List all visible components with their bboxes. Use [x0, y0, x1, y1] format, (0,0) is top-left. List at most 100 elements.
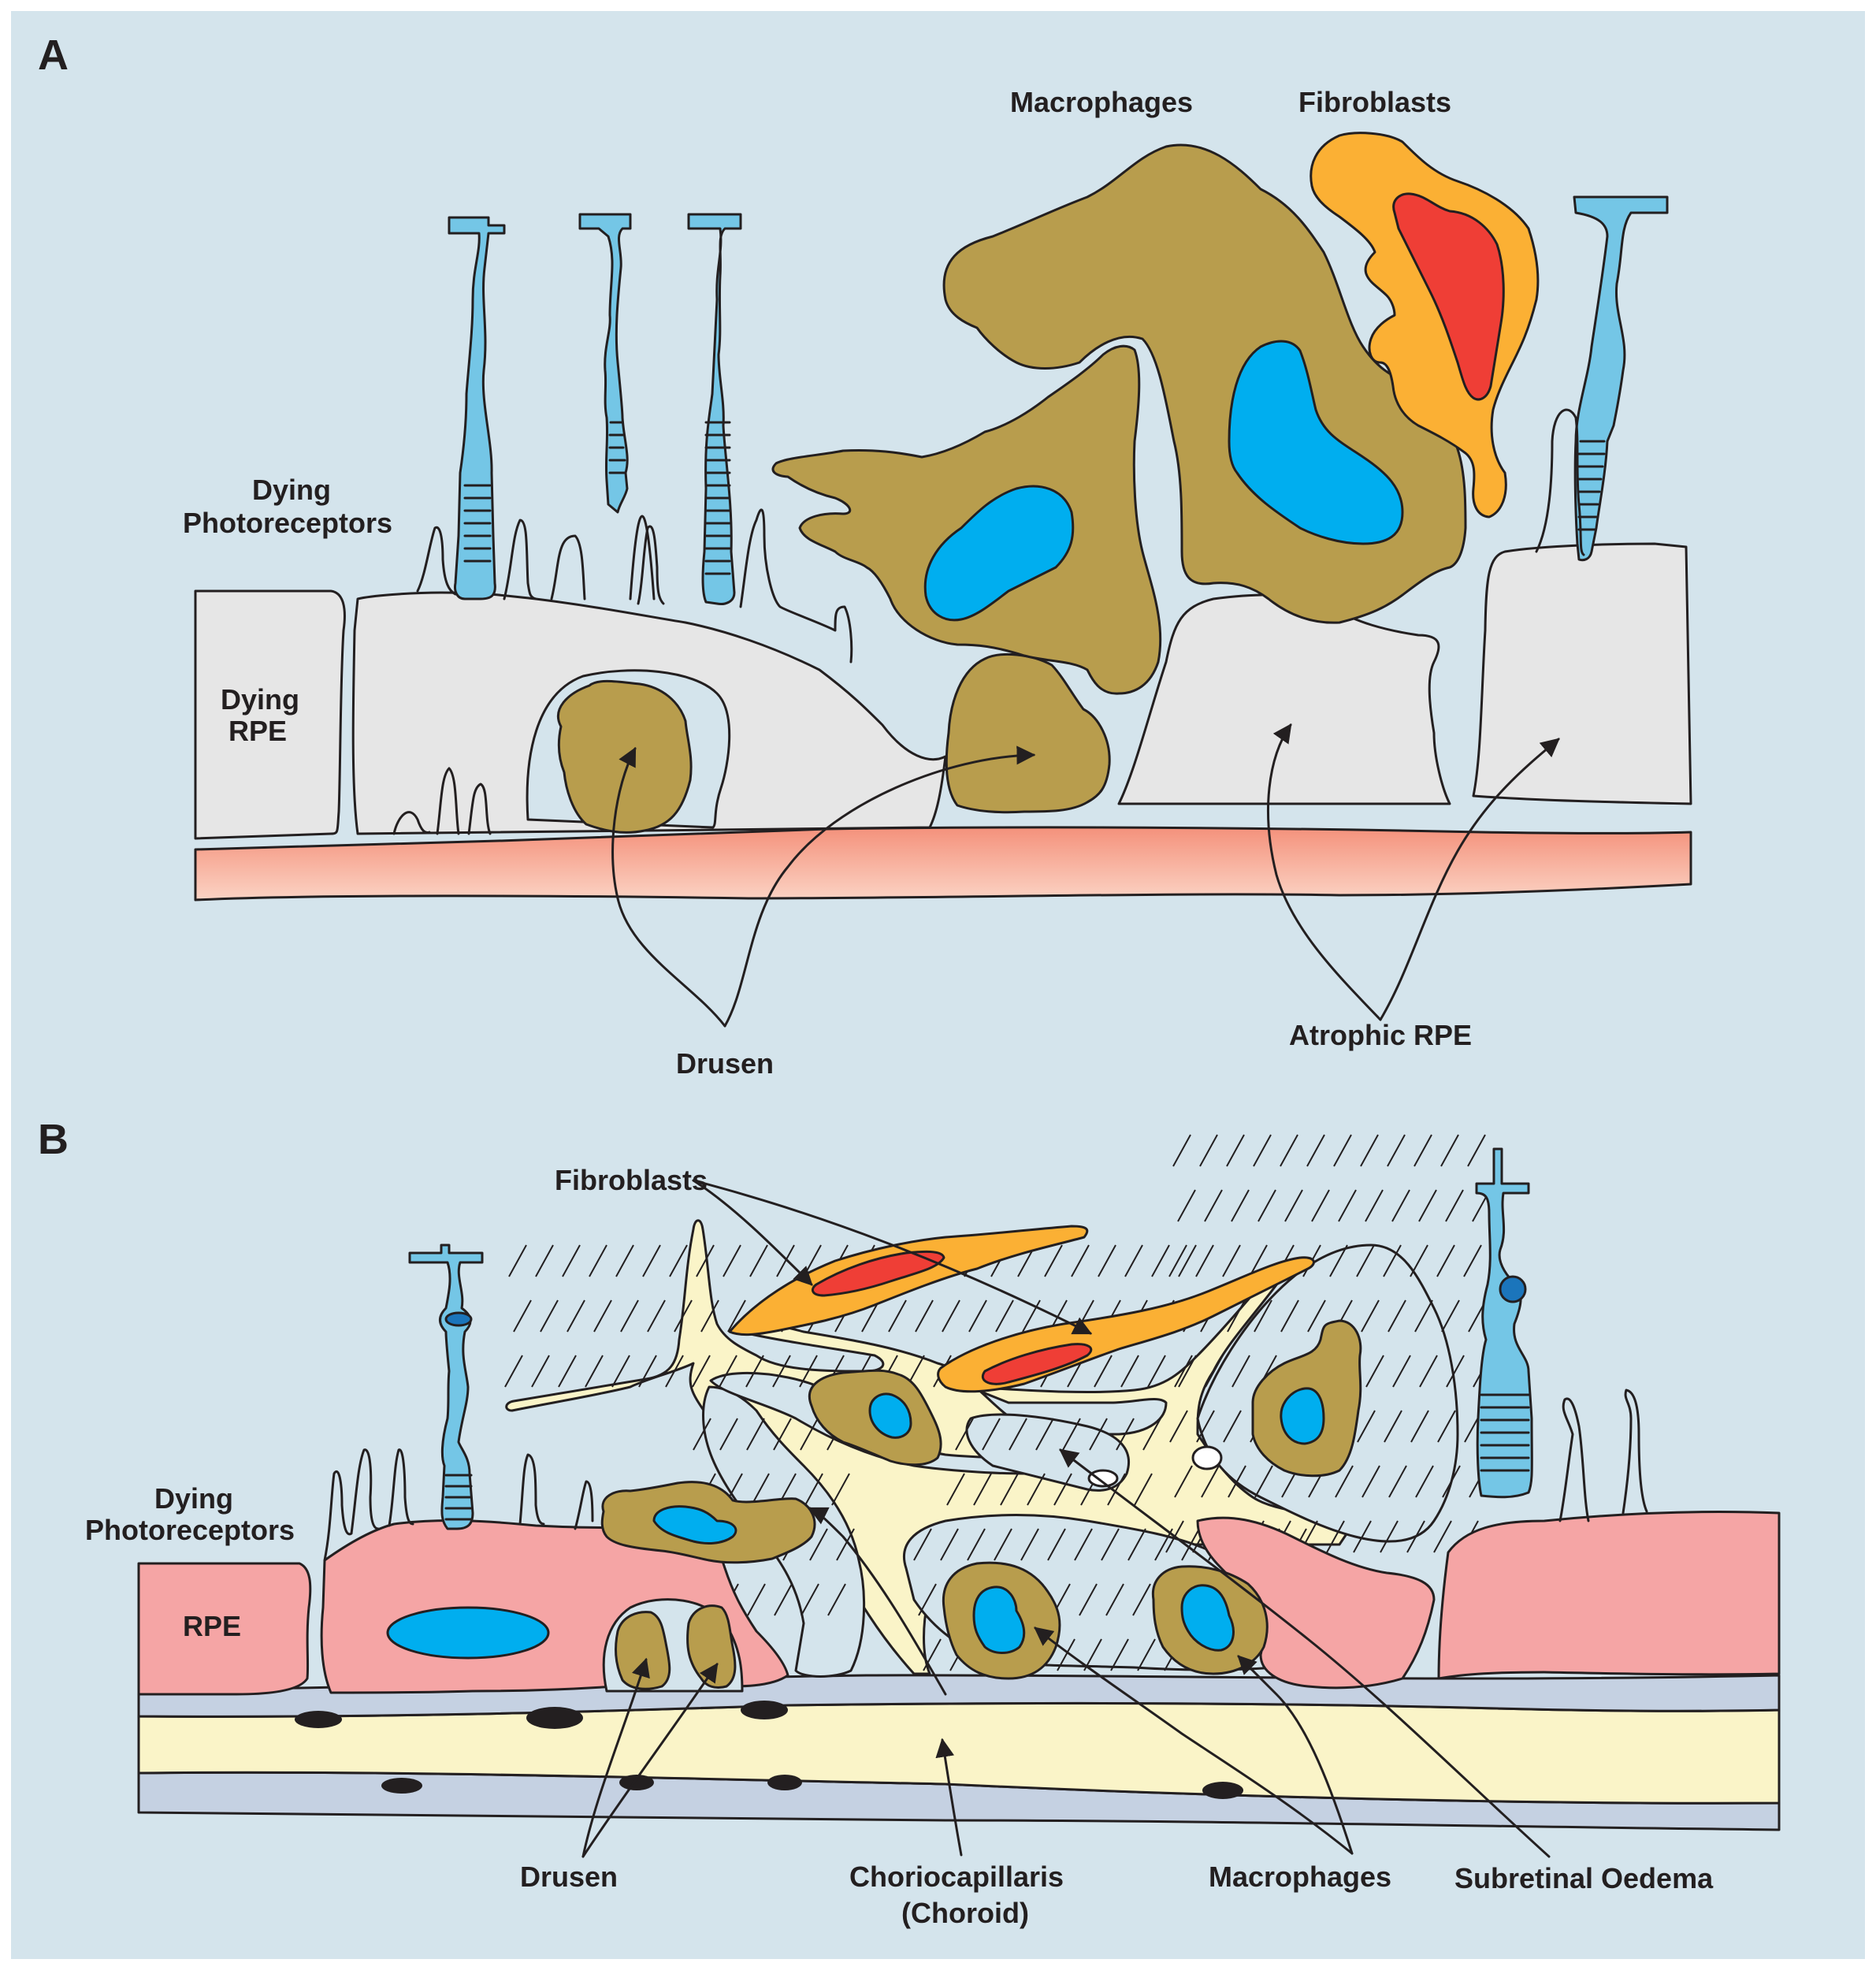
oedema-hatch-stroke: [693, 1418, 711, 1451]
oedema-hatch-stroke: [1388, 1465, 1407, 1498]
oedema-hatch-stroke: [1120, 1355, 1139, 1388]
oedema-hatch-stroke: [558, 1355, 577, 1388]
oedema-hatch-stroke: [1253, 1134, 1272, 1167]
oedema-hatch-stroke: [1433, 1520, 1452, 1553]
oedema-hatch-stroke: [774, 1583, 793, 1616]
label-macrophages-b: Macrophages: [1209, 1861, 1391, 1893]
oedema-hatch-stroke: [1094, 1355, 1113, 1388]
oedema-hatch-stroke: [1116, 1418, 1135, 1451]
oedema-hatch-stroke: [968, 1299, 987, 1333]
oedema-hatch-stroke: [1044, 1244, 1063, 1277]
oedema-hatch-stroke: [1101, 1528, 1120, 1561]
oedema-hatch-stroke: [1110, 1638, 1129, 1671]
oedema-hatch-stroke: [638, 1355, 657, 1388]
oedema-hatch-stroke: [1384, 1410, 1402, 1443]
macrophage-b-2: [808, 1369, 942, 1467]
oedema-hatch-stroke: [1418, 1189, 1437, 1222]
label-drusen-a: Drusen: [676, 1047, 774, 1080]
oedema-hatch-stroke: [585, 1355, 604, 1388]
oedema-hatch-stroke: [1174, 1355, 1193, 1388]
oedema-hatch-stroke: [647, 1299, 666, 1333]
oedema-hatch-stroke: [1463, 1244, 1482, 1277]
macrophage-b-3: [1251, 1319, 1362, 1478]
oedema-hatch-stroke: [1335, 1465, 1354, 1498]
oedema-hatch-stroke: [1365, 1355, 1384, 1388]
oedema-hatch-stroke: [1127, 1528, 1146, 1561]
label-dying-photoreceptors-a-line1: Dying: [252, 474, 331, 506]
oedema-hatch-stroke: [915, 1299, 934, 1333]
oedema-hatch-stroke: [1226, 1134, 1245, 1167]
label-dying-photoreceptors-a-line2: Photoreceptors: [183, 507, 392, 539]
labels-panel-a: Macrophages Fibroblasts Dying Photorecep…: [183, 86, 1472, 1080]
fibroblast-a-nucleus: [1392, 192, 1505, 401]
oedema-hatch-stroke: [1356, 1244, 1375, 1277]
oedema-hatch-stroke: [940, 1528, 959, 1561]
oedema-hatch-stroke: [1227, 1299, 1246, 1333]
oedema-hatch-stroke: [1231, 1355, 1250, 1388]
fibroblast-b-1: [728, 1225, 1089, 1336]
oedema-hatch-stroke: [1333, 1134, 1352, 1167]
arrow-icon: [1267, 723, 1382, 1021]
oedema-hatch-stroke: [1280, 1299, 1299, 1333]
label-atrophic-rpe-a: Atrophic RPE: [1289, 1019, 1472, 1051]
label-macrophages-a: Macrophages: [1010, 86, 1193, 118]
oedema-hatch-stroke: [1228, 1465, 1246, 1498]
oedema-hatch-stroke: [1151, 1244, 1170, 1277]
oedema-hatch-stroke: [1196, 1410, 1215, 1443]
oedema-hatch-stroke: [946, 1473, 965, 1506]
rpe-microvilli-a: [416, 408, 1585, 664]
oedema-hatch-stroke: [1446, 1355, 1465, 1388]
oedema-hatch-stroke: [1022, 1299, 1041, 1333]
label-choriocapillaris-b-line1: Choriocapillaris: [849, 1861, 1064, 1893]
label-subretinal-oedema-b: Subretinal Oedema: [1454, 1862, 1714, 1894]
oedema-hatch-stroke: [1195, 1244, 1214, 1277]
oedema-hatch-stroke: [727, 1299, 746, 1333]
oedema-hatch-stroke: [1442, 1465, 1461, 1498]
oedema-hatch-stroke: [1074, 1528, 1093, 1561]
rpe-cell-a-1: [194, 589, 346, 840]
oedema-hatch-stroke: [669, 1244, 688, 1277]
oedema-hatch-stroke: [1201, 1465, 1220, 1498]
oedema-hatch-stroke: [836, 1528, 855, 1561]
drusen-b-1: [615, 1611, 671, 1690]
macrophage-a-1: [771, 344, 1162, 695]
arrow-icon: [692, 1179, 813, 1286]
oedema-hatch-stroke: [1441, 1299, 1460, 1333]
oedema-hatch-stroke: [1027, 1473, 1046, 1506]
oedema-hatch-stroke: [827, 1583, 846, 1616]
oedema-hatch-stroke: [1142, 1418, 1161, 1451]
oedema-hatch-stroke: [1098, 1244, 1116, 1277]
oedema-hatch-stroke: [1147, 1355, 1166, 1388]
oedema-hatch-stroke: [746, 1418, 765, 1451]
oedema-hatch-stroke: [772, 1355, 791, 1388]
oedema-hatch-stroke: [504, 1355, 523, 1388]
oedema-hatch-stroke: [719, 1355, 737, 1388]
oedema-hatch-stroke: [1419, 1355, 1438, 1388]
oedema-hatch-stroke: [1365, 1189, 1384, 1222]
bruch-membrane-band-a: [194, 826, 1692, 901]
oedema-hatch-stroke: [1380, 1520, 1399, 1553]
oedema-hatch-stroke: [1254, 1299, 1272, 1333]
label-dying-photoreceptors-b-line2: Photoreceptors: [85, 1514, 295, 1546]
panel-b-letter: B: [38, 1116, 69, 1163]
oedema-hatch-stroke: [1307, 1299, 1326, 1333]
oedema-hatch-stroke: [831, 1473, 850, 1506]
oedema-hatch-stroke: [1387, 1299, 1406, 1333]
label-dying-photoreceptors-b-line1: Dying: [154, 1482, 233, 1515]
oedema-hatch-stroke: [918, 1583, 937, 1616]
oedema-hatch-stroke: [1353, 1520, 1372, 1553]
oedema-hatch-stroke: [1436, 1244, 1455, 1277]
oedema-hatch-stroke: [801, 1583, 819, 1616]
oedema-hatch-stroke: [1415, 1465, 1434, 1498]
arrow-icon: [611, 746, 726, 1028]
oedema-hatch-stroke: [1406, 1520, 1425, 1553]
oedema-hatch-stroke: [1172, 1134, 1191, 1167]
oedema-hatch-stroke: [508, 1244, 527, 1277]
oedema-hatch-stroke: [620, 1299, 639, 1333]
arrows-panel-b: [581, 1179, 1551, 1858]
oedema-hatch-stroke: [589, 1244, 607, 1277]
oedema-hatch-stroke: [982, 1418, 1001, 1451]
label-dying-rpe-a-line1: Dying: [221, 683, 299, 716]
arrow-icon: [935, 1738, 963, 1857]
